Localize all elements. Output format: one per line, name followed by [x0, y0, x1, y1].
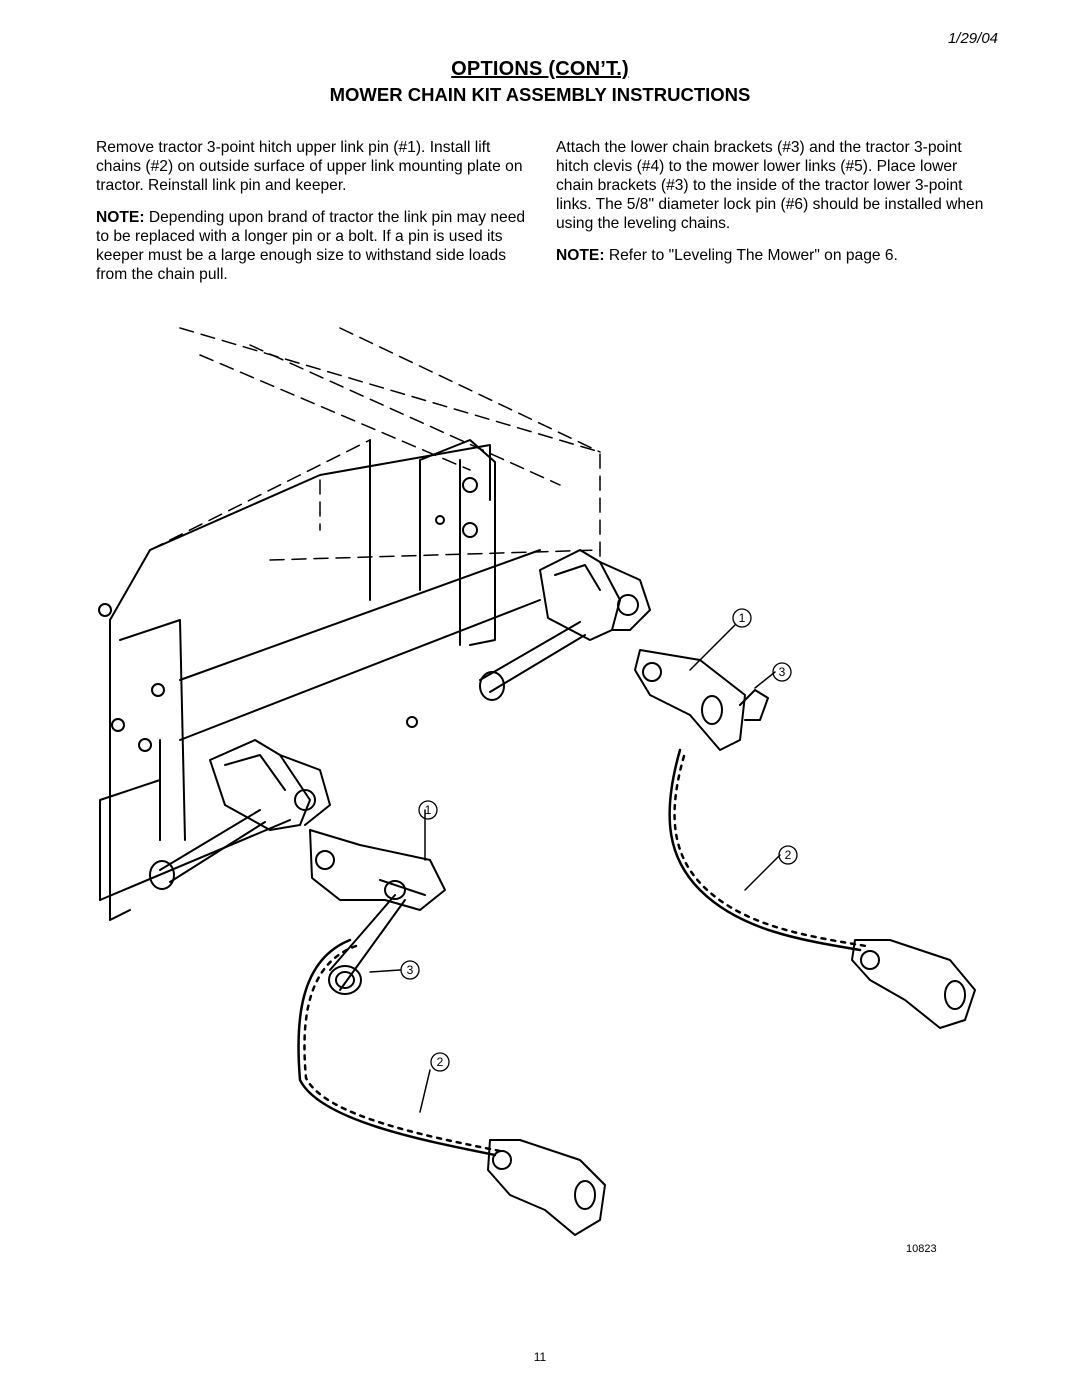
- section-subtitle: MOWER CHAIN KIT ASSEMBLY INSTRUCTIONS: [329, 84, 751, 105]
- left-chain-bracket: [487, 1139, 606, 1236]
- lower-lift-bracket: [309, 829, 446, 995]
- pin-note: NOTE: Depending upon brand of tractor th…: [96, 208, 528, 284]
- note-label: NOTE:: [96, 209, 145, 226]
- note-label: NOTE:: [556, 247, 605, 264]
- callout-label: 2: [785, 848, 792, 862]
- upper-lift-bracket: [634, 649, 769, 751]
- note-text: Refer to "Leveling The Mower" on page 6.: [604, 247, 898, 264]
- figure-number: 10823: [906, 1243, 937, 1255]
- left-instructions-column: Remove tractor 3-point hitch upper link …: [96, 138, 528, 297]
- note-text: Depending upon brand of tractor the link…: [96, 209, 526, 283]
- callout-leaders: [369, 624, 781, 1113]
- revision-date: 1/29/04: [947, 30, 998, 47]
- callout-label: 1: [739, 611, 746, 625]
- lower-left-clevis: [149, 739, 331, 890]
- callout-label: 2: [437, 1055, 444, 1069]
- right-instructions-column: Attach the lower chain brackets (#3) and…: [556, 138, 996, 278]
- upper-link-instructions: Remove tractor 3-point hitch upper link …: [96, 139, 523, 194]
- mower-deck-outline: [149, 327, 601, 561]
- lower-bracket-instructions: Attach the lower chain brackets (#3) and…: [556, 139, 984, 232]
- right-chain-bracket: [851, 939, 976, 1029]
- upper-right-clevis: [479, 549, 651, 701]
- callout-label: 1: [425, 803, 432, 817]
- leveling-note: NOTE: Refer to "Leveling The Mower" on p…: [556, 246, 996, 265]
- left-lift-chain: [297, 938, 502, 1157]
- chain-kit-assembly-diagram: 1 3 2 1 3 2: [98, 327, 976, 1236]
- page-number: 11: [533, 1350, 547, 1364]
- callout-label: 3: [407, 963, 414, 977]
- callout-label: 3: [779, 665, 786, 679]
- tractor-frame: [98, 439, 541, 921]
- callout-markers: [400, 608, 798, 1072]
- page-title: OPTIONS (CON’T.): [451, 58, 629, 80]
- right-lift-chain: [668, 748, 868, 952]
